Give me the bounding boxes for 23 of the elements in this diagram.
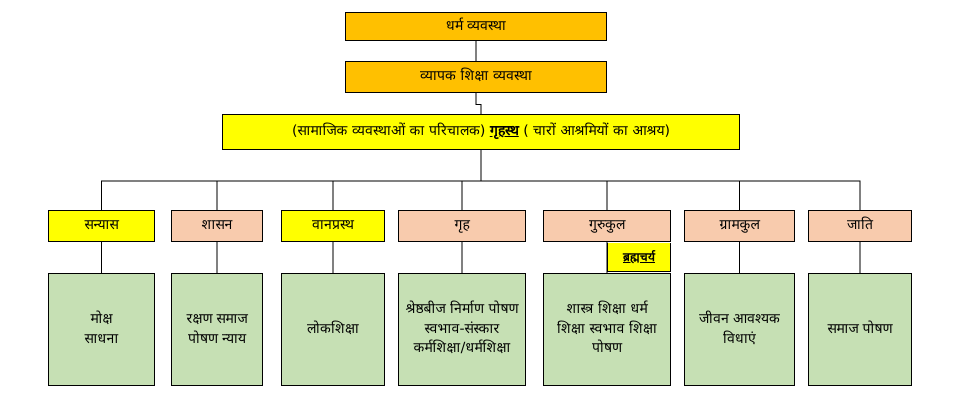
institution-box: गुरुकुल: [543, 210, 671, 242]
connector-line: [739, 242, 740, 274]
activity-box: श्रेष्ठबीज निर्माण पोषण स्वभाव-संस्कार कर्मशिक्षा/धर्मशिक्षा: [398, 273, 526, 386]
stage-box: वानप्रस्थ: [281, 210, 385, 242]
institution-box: गृह: [398, 210, 526, 242]
institution-box: जाति: [808, 210, 912, 242]
heading-box: (सामाजिक व्यवस्थाओं का परिचालक) गृहस्थ ( चारों आश्रमियों का आश्रय): [222, 114, 740, 150]
stage-label: ब्रह्मचर्य: [607, 243, 671, 272]
activity-box: लोकशिक्षा: [281, 273, 385, 386]
activity-box: जीवन आवश्यक विधाएं: [684, 273, 795, 386]
title-box: व्यापक शिक्षा व्यवस्था: [345, 61, 607, 93]
activity-box: मोक्ष साधना: [48, 273, 155, 386]
activity-box: समाज पोषण: [808, 273, 912, 386]
connector-line: [101, 242, 102, 274]
institution-box: शासन: [171, 210, 263, 242]
title-box: धर्म व्यवस्था: [345, 12, 607, 41]
activity-box: रक्षण समाज पोषण न्याय: [171, 273, 263, 386]
connector-line: [216, 242, 218, 274]
connector-line: [332, 242, 334, 274]
connector-line: [476, 92, 482, 114]
activity-box: शास्त्र शिक्षा धर्म शिक्षा स्वभाव शिक्षा पोषण: [543, 273, 671, 386]
institution-box: ग्रामकुल: [684, 210, 795, 242]
stage-box: सन्यास: [48, 210, 155, 242]
